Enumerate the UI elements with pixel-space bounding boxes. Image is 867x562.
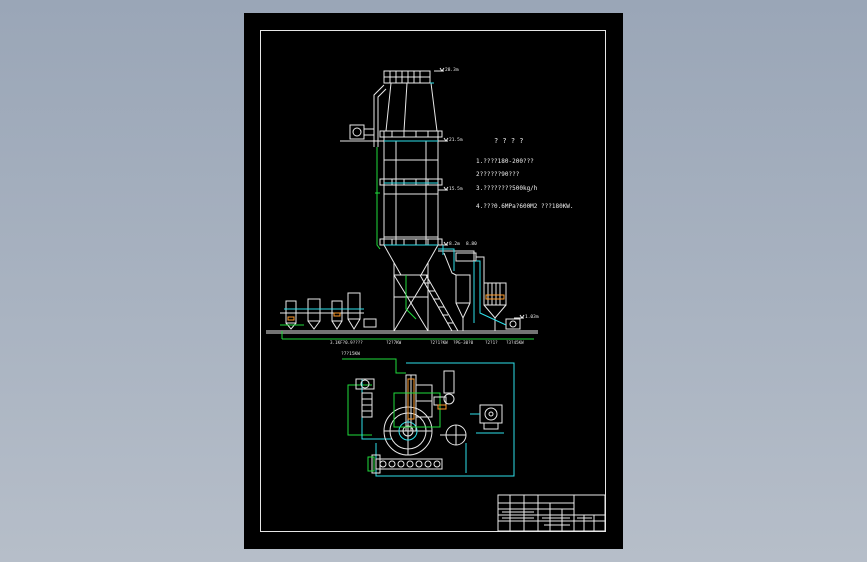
elevation-e2: 21.5m [449,137,463,143]
caption-6: ?3?45KW [506,340,524,345]
plan-left-equipment [355,378,375,418]
spec-1: 1.????180-200??? [476,158,534,165]
elevation-e4: 8.2m [449,241,460,247]
plan-green-pipe-1 [342,358,406,374]
plan-green-pipe-2 [347,384,372,436]
elevation-top: 28.3m [445,67,459,73]
feed-equipment [280,292,377,330]
staircase [419,274,459,332]
plan-green-frame [393,392,441,428]
tech-notes: ? ? ? ? 1.????180-200??? 2??????90??? 3.… [476,137,574,210]
caption-5: ?2?1? [485,340,498,345]
caption-2: ?2?7KW [386,340,402,345]
air-duct [373,84,385,147]
filter-band [485,294,505,300]
notes-title: ? ? ? ? [494,137,524,145]
drawing-frame [260,30,606,532]
drawing-sheet: 28.3m 21.5m 15.5m 8.2m 8.80 1.03m [244,13,623,549]
plan-label: ?7?15KW [341,351,360,357]
elevation-e5: 8.80 [466,241,477,247]
equipment-captions: 3.1KF?0.9???? ?2?7KW ?2?1?KW ?PG-30?0 ?2… [281,331,534,345]
plan-filter [440,424,467,446]
top-platform [383,70,431,84]
plan-orange-column [407,378,415,420]
elevation-ground: 1.03m [525,314,539,320]
green-line-bottom [405,275,417,320]
support-frame [393,263,429,332]
exhaust-fan [505,318,521,330]
caption-1: 3.1KF?0.9???? [330,340,363,345]
tower-plan-core [398,421,418,441]
plan-view: ?7?15KW [341,351,515,477]
spec-2: 2??????90??? [476,171,520,178]
tower-platforms [379,130,443,246]
plan-cyclone [433,370,455,410]
tower-hood [385,82,438,132]
plan-conveyor [371,454,443,474]
plan-frame [405,374,433,432]
cad-drawing: 28.3m 21.5m 15.5m 8.2m 8.80 1.03m [266,67,606,532]
spec-3: 3.????????500kg/h [476,185,538,192]
atomizer-motor [340,124,384,142]
cyan-piping [438,245,507,326]
air-duct-inner [377,88,387,147]
plan-fan [479,404,503,430]
cyan-markers [384,82,438,246]
elevation-e3: 15.5m [449,186,463,192]
bag-filter [483,282,507,331]
caption-4: ?PG-30?0 [453,340,474,345]
feed-colored [280,308,364,326]
plan-conveyor-green [367,456,375,472]
elevation-view: 28.3m 21.5m 15.5m 8.2m 8.80 1.03m [266,67,539,345]
drying-tower [383,130,439,246]
tower-cone [383,244,439,276]
green-duct [376,147,381,250]
title-block [497,494,606,532]
caption-3: ?2?1?KW [430,340,448,345]
hood-line [403,82,408,132]
spec-4: 4.???0.6MPa?600M2 ???180KW. [476,203,574,210]
elevation-labels: 28.3m 21.5m 15.5m 8.2m 8.80 1.03m [434,67,539,320]
